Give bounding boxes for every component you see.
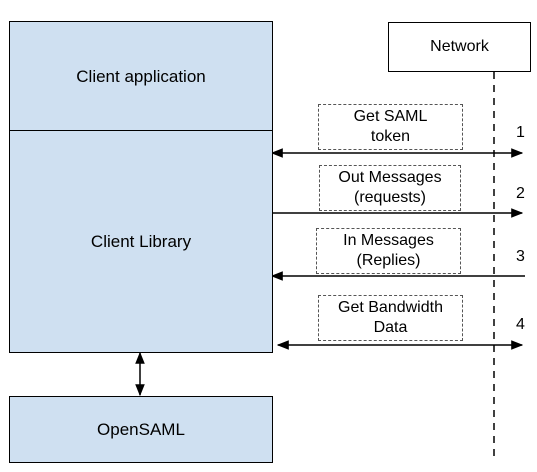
message-label-line: token <box>370 128 411 145</box>
message-label-line: Get Bandwidth <box>338 299 443 316</box>
message-number-4: 4 <box>516 316 525 333</box>
message-label-2: Out Messages (requests) <box>319 165 461 211</box>
message-label-1: Get SAML token <box>318 104 463 150</box>
message-label-line: Get SAML <box>353 108 428 125</box>
opensaml-label: OpenSAML <box>97 419 185 439</box>
network-box: Network <box>388 22 531 72</box>
message-label-line: (Replies) <box>356 252 421 269</box>
message-label-line: (requests) <box>353 189 427 206</box>
message-label-line: Data <box>373 319 408 336</box>
message-label-4: Get Bandwidth Data <box>318 295 463 341</box>
client-application-label: Client application <box>76 66 206 86</box>
message-number-2: 2 <box>516 185 525 202</box>
client-application-box: Client application <box>9 21 273 132</box>
message-label-3: In Messages (Replies) <box>316 228 461 274</box>
message-label-line: In Messages <box>343 232 434 249</box>
client-library-box: Client Library <box>9 130 273 353</box>
client-library-label: Client Library <box>90 231 192 251</box>
message-number-1: 1 <box>516 124 525 141</box>
message-number-3: 3 <box>516 248 525 265</box>
message-label-line: Out Messages <box>338 169 442 186</box>
network-label: Network <box>430 38 489 55</box>
opensaml-box: OpenSAML <box>9 396 273 463</box>
